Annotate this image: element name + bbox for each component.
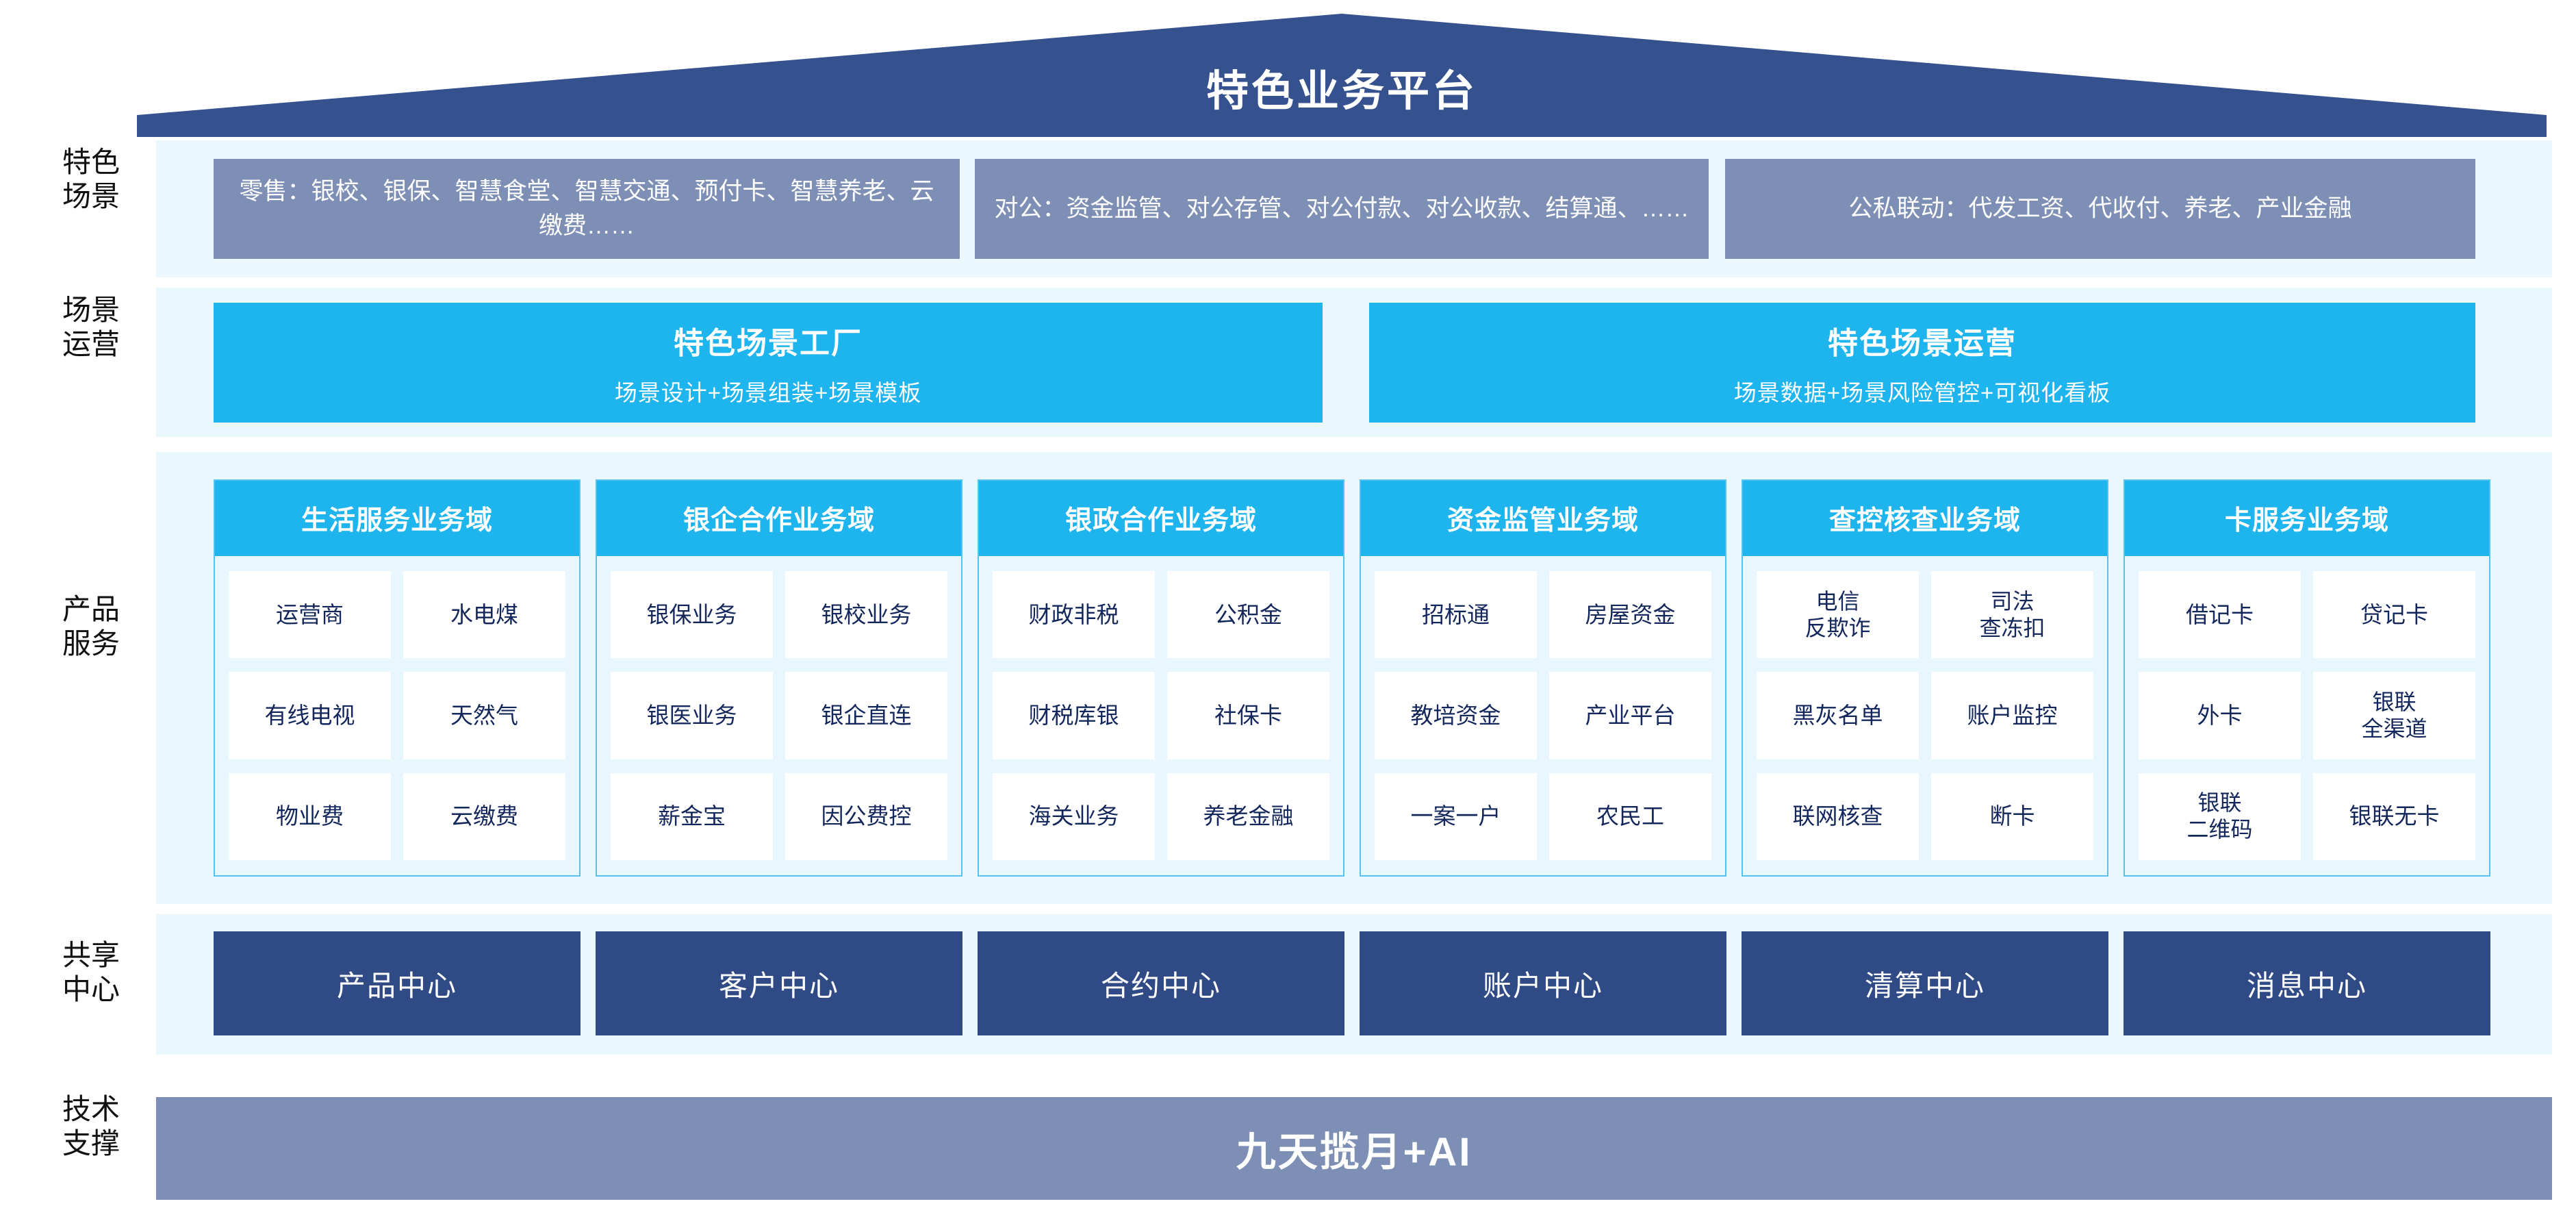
center-box-contract[interactable]: 合约中心 bbox=[978, 931, 1344, 1035]
domain-cell[interactable]: 因公费控 bbox=[785, 772, 947, 860]
domain-cell[interactable]: 银企直连 bbox=[785, 672, 947, 759]
domain-cell[interactable]: 账户监控 bbox=[1931, 672, 2093, 759]
center-box-settlement[interactable]: 清算中心 bbox=[1742, 931, 2108, 1035]
domain-cell[interactable]: 司法查冻扣 bbox=[1931, 571, 2093, 659]
ops-box-scene-operation[interactable]: 特色场景运营 场景数据+场景风险管控+可视化看板 bbox=[1369, 303, 2475, 423]
domain-title-fund-supervision: 资金监管业务域 bbox=[1361, 481, 1725, 556]
domain-cell[interactable]: 社保卡 bbox=[1167, 672, 1329, 759]
rail-label-shared: 共享 中心 bbox=[19, 938, 163, 1006]
domain-cell[interactable]: 银联二维码 bbox=[2139, 772, 2301, 860]
rail-label-products: 产品 服务 bbox=[19, 592, 163, 660]
domain-cell[interactable]: 财税库银 bbox=[993, 672, 1155, 759]
domain-cell[interactable]: 教培资金 bbox=[1375, 672, 1537, 759]
domain-cells-bank-government: 财政非税 公积金 财税库银 社保卡 海关业务 养老金融 bbox=[979, 556, 1343, 875]
domain-title-bank-government: 银政合作业务域 bbox=[979, 481, 1343, 556]
domain-cells-life-service: 运营商 水电煤 有线电视 天然气 物业费 云缴费 bbox=[215, 556, 579, 875]
domain-cell[interactable]: 黑灰名单 bbox=[1757, 672, 1919, 759]
domain-cells-fund-supervision: 招标通 房屋资金 教培资金 产业平台 一案一户 农民工 bbox=[1361, 556, 1725, 875]
rail-products-line2: 服务 bbox=[62, 627, 120, 659]
domain-cell[interactable]: 贷记卡 bbox=[2313, 571, 2475, 659]
domain-cell[interactable]: 产业平台 bbox=[1549, 672, 1711, 759]
domain-cell[interactable]: 云缴费 bbox=[403, 772, 565, 860]
rail-shared-line2: 中心 bbox=[62, 972, 120, 1005]
rail-shared-line1: 共享 bbox=[62, 939, 120, 971]
scene-box-public-private[interactable]: 公私联动：代发工资、代收付、养老、产业金融 bbox=[1725, 159, 2475, 259]
domain-cells-investigation: 电信反欺诈 司法查冻扣 黑灰名单 账户监控 联网核查 断卡 bbox=[1743, 556, 2107, 875]
domain-cell[interactable]: 水电煤 bbox=[403, 571, 565, 659]
ops-operation-subtitle: 场景数据+场景风险管控+可视化看板 bbox=[1733, 379, 2111, 405]
domain-cell[interactable]: 房屋资金 bbox=[1549, 571, 1711, 659]
domain-cell[interactable]: 断卡 bbox=[1931, 772, 2093, 860]
domain-cell[interactable]: 农民工 bbox=[1549, 772, 1711, 860]
domain-cell[interactable]: 电信反欺诈 bbox=[1757, 571, 1919, 659]
domain-cell[interactable]: 借记卡 bbox=[2139, 571, 2301, 659]
domain-title-life-service: 生活服务业务域 bbox=[215, 481, 579, 556]
domain-cell[interactable]: 一案一户 bbox=[1375, 772, 1537, 860]
rail-label-tech: 技术 支撑 bbox=[19, 1092, 163, 1160]
domain-column-life-service[interactable]: 生活服务业务域 运营商 水电煤 有线电视 天然气 物业费 云缴费 bbox=[214, 479, 581, 877]
rail-label-operation: 场景 运营 bbox=[19, 293, 163, 361]
center-box-message[interactable]: 消息中心 bbox=[2124, 931, 2490, 1035]
center-box-product[interactable]: 产品中心 bbox=[214, 931, 581, 1035]
domain-title-bank-enterprise: 银企合作业务域 bbox=[597, 481, 961, 556]
domain-column-card-service[interactable]: 卡服务业务域 借记卡 贷记卡 外卡 银联全渠道 银联二维码 银联无卡 bbox=[2124, 479, 2490, 877]
rail-operation-line1: 场景 bbox=[62, 294, 120, 326]
tech-support-bar[interactable]: 九天揽月+AI bbox=[156, 1097, 2552, 1200]
domain-cells-bank-enterprise: 银保业务 银校业务 银医业务 银企直连 薪金宝 因公费控 bbox=[597, 556, 961, 875]
ops-operation-title: 特色场景运营 bbox=[1828, 326, 2017, 360]
rail-tech-line1: 技术 bbox=[62, 1093, 120, 1125]
scene-box-retail[interactable]: 零售：银校、银保、智慧食堂、智慧交通、预付卡、智慧养老、云缴费…… bbox=[214, 159, 960, 259]
rail-tech-line2: 支撑 bbox=[62, 1127, 120, 1159]
domain-cell[interactable]: 外卡 bbox=[2139, 672, 2301, 759]
scene-box-corporate[interactable]: 对公：资金监管、对公存管、对公付款、对公收款、结算通、…… bbox=[975, 159, 1709, 259]
domain-cell[interactable]: 联网核查 bbox=[1757, 772, 1919, 860]
domain-title-card-service: 卡服务业务域 bbox=[2125, 481, 2489, 556]
domain-cell[interactable]: 银医业务 bbox=[611, 672, 773, 759]
rail-products-line1: 产品 bbox=[62, 593, 120, 625]
domain-cell[interactable]: 天然气 bbox=[403, 672, 565, 759]
center-box-account[interactable]: 账户中心 bbox=[1360, 931, 1726, 1035]
domain-cell[interactable]: 海关业务 bbox=[993, 772, 1155, 860]
domain-cell[interactable]: 公积金 bbox=[1167, 571, 1329, 659]
domain-column-bank-enterprise[interactable]: 银企合作业务域 银保业务 银校业务 银医业务 银企直连 薪金宝 因公费控 bbox=[596, 479, 962, 877]
domain-title-investigation: 查控核查业务域 bbox=[1743, 481, 2107, 556]
rail-operation-line2: 运营 bbox=[62, 327, 120, 360]
rail-label-scenes: 特色 场景 bbox=[19, 145, 163, 213]
rail-scenes-line2: 场景 bbox=[62, 179, 120, 212]
domain-cell[interactable]: 薪金宝 bbox=[611, 772, 773, 860]
ops-factory-subtitle: 场景设计+场景组装+场景模板 bbox=[614, 379, 922, 405]
domain-cell[interactable]: 银联全渠道 bbox=[2313, 672, 2475, 759]
domain-cell[interactable]: 有线电视 bbox=[229, 672, 391, 759]
ops-box-scene-factory[interactable]: 特色场景工厂 场景设计+场景组装+场景模板 bbox=[214, 303, 1323, 423]
domain-cell[interactable]: 物业费 bbox=[229, 772, 391, 860]
domain-cell[interactable]: 银联无卡 bbox=[2313, 772, 2475, 860]
domain-column-fund-supervision[interactable]: 资金监管业务域 招标通 房屋资金 教培资金 产业平台 一案一户 农民工 bbox=[1360, 479, 1726, 877]
roof-shape bbox=[137, 14, 2547, 137]
domain-column-investigation[interactable]: 查控核查业务域 电信反欺诈 司法查冻扣 黑灰名单 账户监控 联网核查 断卡 bbox=[1742, 479, 2108, 877]
platform-roof: 特色业务平台 bbox=[137, 14, 2547, 137]
rail-scenes-line1: 特色 bbox=[62, 146, 120, 178]
domain-cell[interactable]: 财政非税 bbox=[993, 571, 1155, 659]
domain-cell[interactable]: 运营商 bbox=[229, 571, 391, 659]
domain-column-bank-government[interactable]: 银政合作业务域 财政非税 公积金 财税库银 社保卡 海关业务 养老金融 bbox=[978, 479, 1344, 877]
domain-cell[interactable]: 银校业务 bbox=[785, 571, 947, 659]
domain-cell[interactable]: 银保业务 bbox=[611, 571, 773, 659]
domain-cells-card-service: 借记卡 贷记卡 外卡 银联全渠道 银联二维码 银联无卡 bbox=[2125, 556, 2489, 875]
center-box-customer[interactable]: 客户中心 bbox=[596, 931, 962, 1035]
domain-cell[interactable]: 招标通 bbox=[1375, 571, 1537, 659]
page-title: 特色业务平台 bbox=[1206, 68, 1477, 115]
ops-factory-title: 特色场景工厂 bbox=[674, 326, 863, 360]
domain-cell[interactable]: 养老金融 bbox=[1167, 772, 1329, 860]
